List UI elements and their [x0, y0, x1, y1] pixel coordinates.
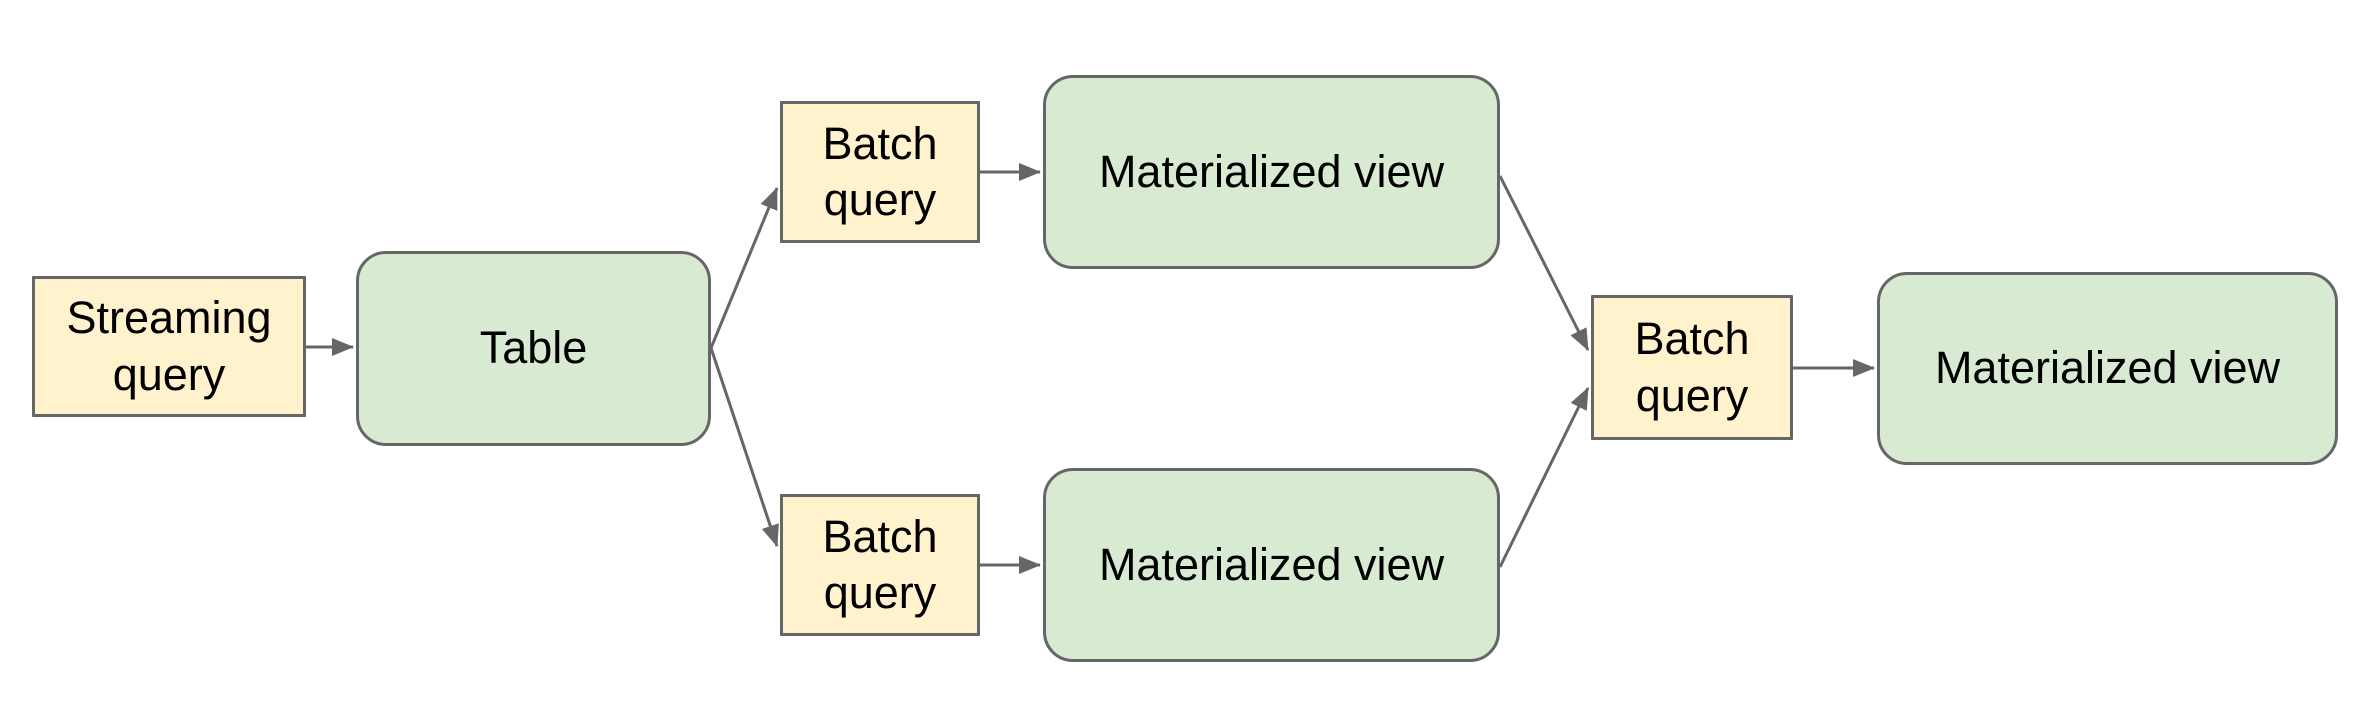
edge-materialized-view-bottom-to-batch-query-right — [1498, 387, 1590, 568]
node-label-materialized-view-bottom: Materialized view — [1098, 538, 1445, 590]
edge-materialized-view-top-to-batch-query-right — [1498, 175, 1590, 351]
node-batch-query-bottom: Batch query — [780, 494, 980, 636]
node-table: Table — [356, 251, 711, 446]
node-materialized-view-final: Materialized view — [1877, 272, 2338, 465]
node-label-batch-query-right: Batch query — [1634, 313, 1750, 421]
edge-table-to-batch-query-top — [709, 187, 779, 349]
node-label-batch-query-top: Batch query — [822, 117, 938, 225]
node-label-batch-query-bottom: Batch query — [822, 510, 938, 618]
node-batch-query-top: Batch query — [780, 101, 980, 243]
node-materialized-view-top: Materialized view — [1043, 75, 1500, 269]
edge-table-to-batch-query-bottom — [709, 347, 779, 547]
node-label-materialized-view-top: Materialized view — [1098, 145, 1445, 197]
node-streaming-query: Streaming query — [32, 276, 306, 417]
node-label-table: Table — [479, 322, 588, 374]
node-materialized-view-bottom: Materialized view — [1043, 468, 1500, 662]
node-label-materialized-view-final: Materialized view — [1934, 342, 2281, 394]
node-label-streaming-query: Streaming query — [66, 292, 272, 400]
node-batch-query-right: Batch query — [1591, 295, 1793, 440]
